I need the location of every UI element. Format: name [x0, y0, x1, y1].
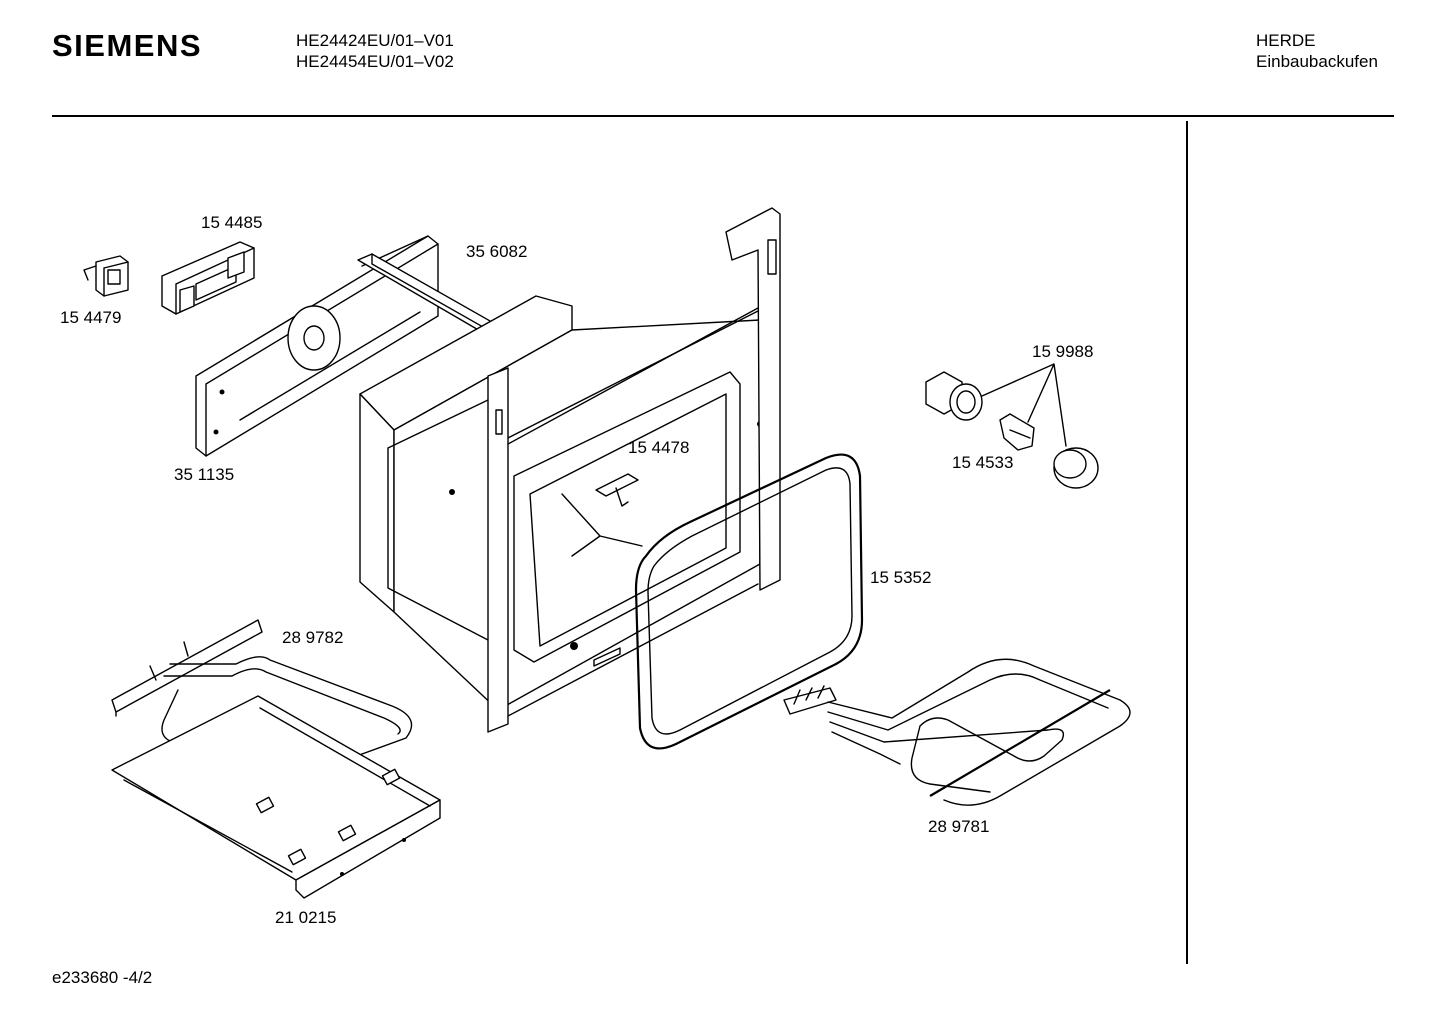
part-label-159988: 15 9988 — [1032, 342, 1094, 361]
part-label-289781: 28 9781 — [928, 817, 990, 836]
part-drawing-154478[interactable] — [595, 473, 639, 507]
part-label-351135: 35 1135 — [174, 465, 235, 484]
part-drawing-210215[interactable] — [111, 695, 441, 899]
part-drawing-351135[interactable] — [195, 235, 439, 457]
part-drawing-154533[interactable] — [999, 413, 1035, 451]
part-drawing-159988[interactable] — [925, 363, 1099, 489]
part-label-155352: 15 5352 — [870, 568, 932, 587]
brand-logo: SIEMENS — [52, 28, 203, 63]
front-frame-drawing — [487, 207, 781, 733]
part-drawing-154479[interactable] — [83, 255, 129, 297]
part-drawing-289782[interactable] — [111, 619, 413, 816]
part-label-356082: 35 6082 — [466, 242, 528, 261]
part-drawing-154485[interactable] — [161, 241, 255, 315]
side-divider — [1186, 121, 1188, 964]
header-divider — [52, 115, 1394, 117]
part-label-154533: 15 4533 — [952, 453, 1014, 472]
part-label-210215: 21 0215 — [275, 908, 337, 927]
part-label-289782: 28 9782 — [282, 628, 344, 647]
part-drawing-155352[interactable] — [634, 453, 864, 750]
part-label-154485: 15 4485 — [201, 213, 263, 232]
drawing-code: e233680 -4/2 — [52, 968, 153, 987]
category-line-2: Einbaubackufen — [1256, 52, 1378, 71]
oven-cavity-drawing — [359, 295, 763, 711]
product-category: HERDE Einbaubackufen — [1256, 30, 1378, 72]
model-number-2: HE24454EU/01–V02 — [296, 52, 454, 71]
category-line-1: HERDE — [1256, 31, 1316, 50]
part-label-154478: 15 4478 — [628, 438, 690, 457]
model-number-1: HE24424EU/01–V01 — [296, 31, 454, 50]
model-numbers: HE24424EU/01–V01 HE24454EU/01–V02 — [296, 30, 454, 72]
part-label-154479: 15 4479 — [60, 308, 122, 327]
part-drawing-289781[interactable] — [783, 658, 1131, 806]
